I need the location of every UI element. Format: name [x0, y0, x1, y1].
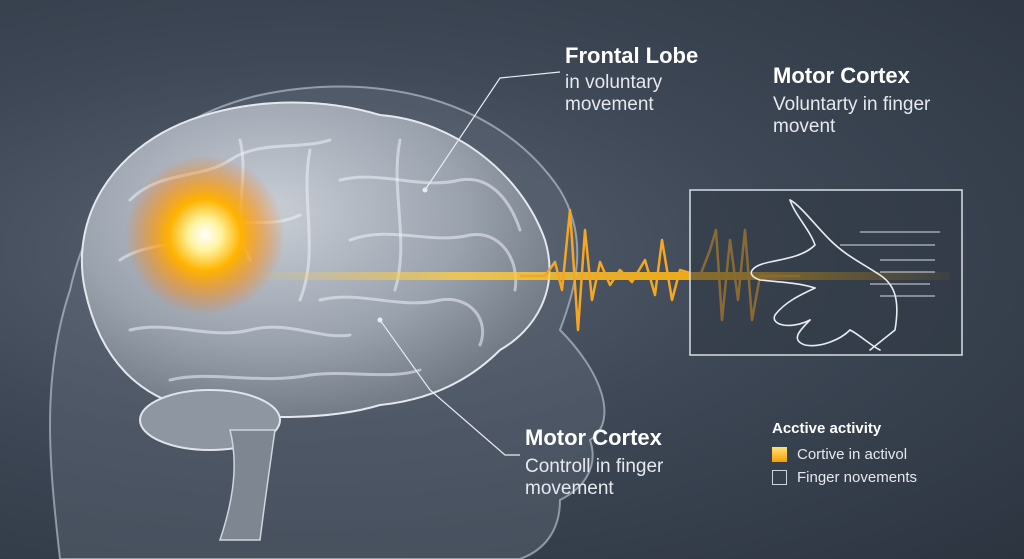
- frontal-lobe-desc: in voluntary movement: [565, 72, 663, 115]
- activity-glow: [125, 155, 285, 315]
- brainstem: [218, 429, 276, 541]
- outline-swatch-icon: [772, 470, 787, 485]
- motion-lines: [840, 231, 940, 297]
- legend-item-finger: Finger novements: [772, 469, 917, 486]
- frontal-lobe-title: Frontal Lobe: [565, 43, 699, 68]
- motor-leader-dot: [377, 317, 383, 323]
- frontal-leader-line: [424, 71, 561, 191]
- frontal-lobe-label: Frontal Lobe in voluntary movement: [565, 44, 715, 116]
- signal-beam: [250, 272, 950, 280]
- motor-cortex-top-label: Motor Cortex Voluntarty in finger movent: [773, 64, 963, 138]
- motor-cortex-bottom-title: Motor Cortex: [525, 425, 662, 450]
- motor-leader-line: [379, 319, 520, 456]
- motor-cortex-bottom-desc: Controll in finger movement: [525, 456, 664, 499]
- frontal-leader-dot: [422, 187, 428, 193]
- motor-cortex-bottom-label: Motor Cortex Controll in finger movement: [525, 426, 695, 500]
- legend-item-active: Cortive in activol: [772, 446, 907, 463]
- motor-cortex-top-desc: Voluntarty in finger movent: [773, 94, 931, 137]
- motor-cortex-top-title: Motor Cortex: [773, 63, 910, 88]
- legend-item-active-label: Cortive in activol: [797, 446, 908, 463]
- glow-swatch-icon: [772, 447, 787, 462]
- legend-item-finger-label: Finger novements: [797, 469, 918, 486]
- legend-title: Acctive activity: [772, 420, 882, 437]
- hand-icon: [750, 199, 898, 351]
